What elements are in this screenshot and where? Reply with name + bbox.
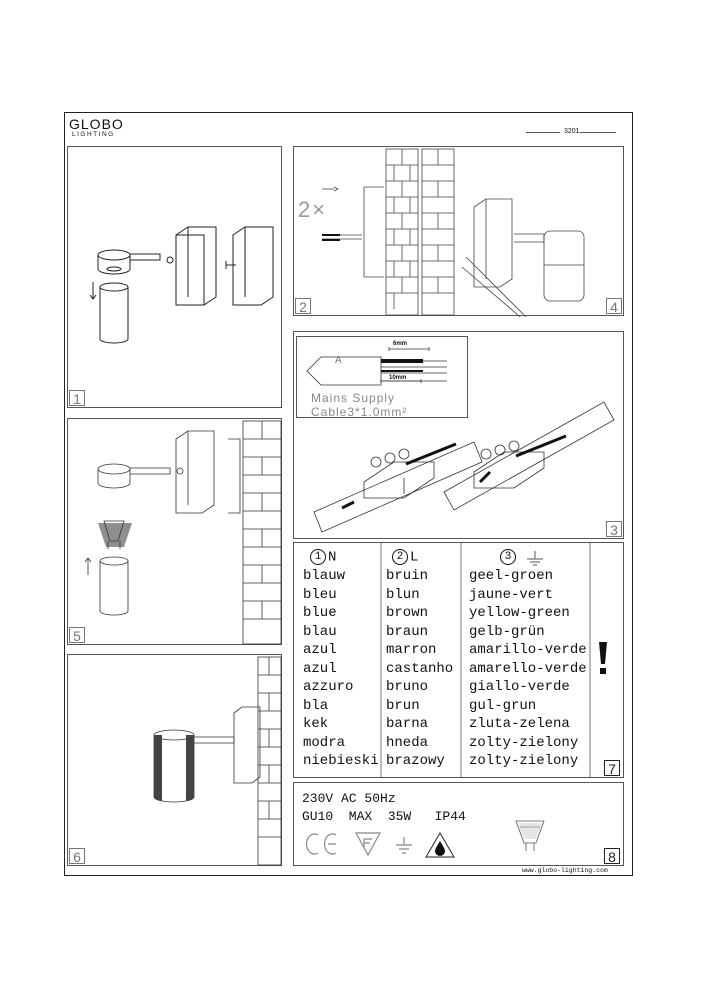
step-8-panel: 230V AC 50Hz GU10 MAX 35W IP44 8: [293, 782, 624, 866]
list-item: braun: [386, 623, 429, 640]
list-item: brown: [386, 605, 429, 621]
ground-icon: [396, 837, 412, 854]
warning-exclamation-icon: [599, 642, 607, 674]
step-5-panel: 5: [67, 418, 282, 645]
list-item: azul: [303, 642, 337, 658]
step-number: 7: [604, 760, 620, 777]
step-number: 5: [69, 627, 85, 644]
list-item: amarillo-verde: [469, 642, 587, 658]
step-number: 3: [606, 521, 622, 538]
step-number: 1: [69, 390, 85, 407]
brand-logo: GLOBO: [69, 116, 124, 132]
list-item: hneda: [386, 734, 429, 751]
list-item: niebieski: [303, 753, 379, 769]
quantity-marker: 2×: [298, 197, 328, 222]
wire-strip-box: A 6mm 10mm Mains Supply Cable3*1.0mm²: [296, 336, 468, 419]
step-number: 8: [604, 848, 620, 865]
list-item: bla: [303, 697, 329, 714]
list-item: blauw: [303, 568, 346, 584]
list-item: brazowy: [386, 753, 445, 769]
step-2-4-panel: 2× 2 4: [293, 146, 624, 317]
list-item: bruno: [386, 679, 429, 695]
step-2-4-illustration: [322, 148, 585, 317]
strip-length-10mm: 10mm: [389, 375, 407, 381]
wire-strip-diagram: [306, 347, 447, 386]
connector-illustration: [313, 401, 615, 533]
voltage-spec: 230V AC 50Hz: [302, 791, 396, 806]
list-item: jaune-vert: [469, 586, 554, 603]
wire-label: A: [335, 355, 342, 366]
live-column: bruin blun brown braun marron castanho b…: [386, 567, 453, 771]
instruction-sheet: [64, 112, 633, 876]
certification-icons: [305, 820, 545, 858]
step-1-illustration: [89, 226, 274, 344]
list-item: gelb-grün: [469, 623, 545, 640]
list-item: blau: [303, 623, 337, 640]
f-mark-icon: [354, 832, 382, 857]
strip-length-6mm: 6mm: [393, 341, 408, 347]
list-item: zluta-zelena: [469, 716, 570, 732]
list-item: azzuro: [303, 679, 354, 695]
list-item: azul: [303, 660, 337, 677]
list-item: yellow-green: [469, 605, 570, 621]
wire-table-grid: [380, 543, 591, 777]
step-6-illustration: [153, 656, 282, 866]
list-item: modra: [303, 734, 346, 751]
list-item: bleu: [303, 586, 337, 603]
list-item: zolty-zielony: [469, 734, 579, 751]
mains-supply-label: Mains Supply Cable3*1.0mm²: [311, 391, 408, 419]
list-item: bruin: [386, 568, 429, 584]
earth-icon: [527, 551, 543, 566]
list-item: geel-groen: [469, 568, 554, 584]
list-item: gul-grun: [469, 697, 537, 714]
list-item: amarello-verde: [469, 660, 587, 677]
list-item: blun: [386, 586, 420, 603]
list-item: zolty-zielony: [469, 753, 579, 769]
neutral-column: blauw bleu blue blau azul azul azzuro bl…: [303, 567, 379, 771]
step-number: 4: [606, 298, 622, 315]
ce-mark-icon: [305, 833, 337, 855]
brand-subtitle: LIGHTING: [72, 131, 115, 138]
list-item: giallo-verde: [469, 679, 570, 695]
earth-column: geel-groen jaune-vert yellow-green gelb-…: [469, 567, 587, 771]
step-number: 6: [69, 848, 85, 865]
step-number: 2: [295, 298, 311, 315]
step-6-panel: 6: [67, 654, 282, 866]
step-1-panel: 1: [67, 146, 282, 408]
list-item: kek: [303, 716, 329, 732]
list-item: blue: [303, 605, 337, 621]
earth-header: 3: [500, 549, 518, 566]
step-5-illustration: [84, 420, 282, 645]
list-item: castanho: [386, 660, 454, 677]
step-3-panel: A 6mm 10mm Mains Supply Cable3*1.0mm² 3: [293, 331, 624, 539]
list-item: barna: [386, 716, 429, 732]
list-item: brun: [386, 697, 420, 714]
list-item: marron: [386, 642, 437, 658]
ip-drop-icon: [425, 832, 455, 858]
website-url: www.globo-lighting.com: [522, 867, 608, 874]
bulb-spec: GU10 MAX 35W IP44: [302, 809, 466, 824]
